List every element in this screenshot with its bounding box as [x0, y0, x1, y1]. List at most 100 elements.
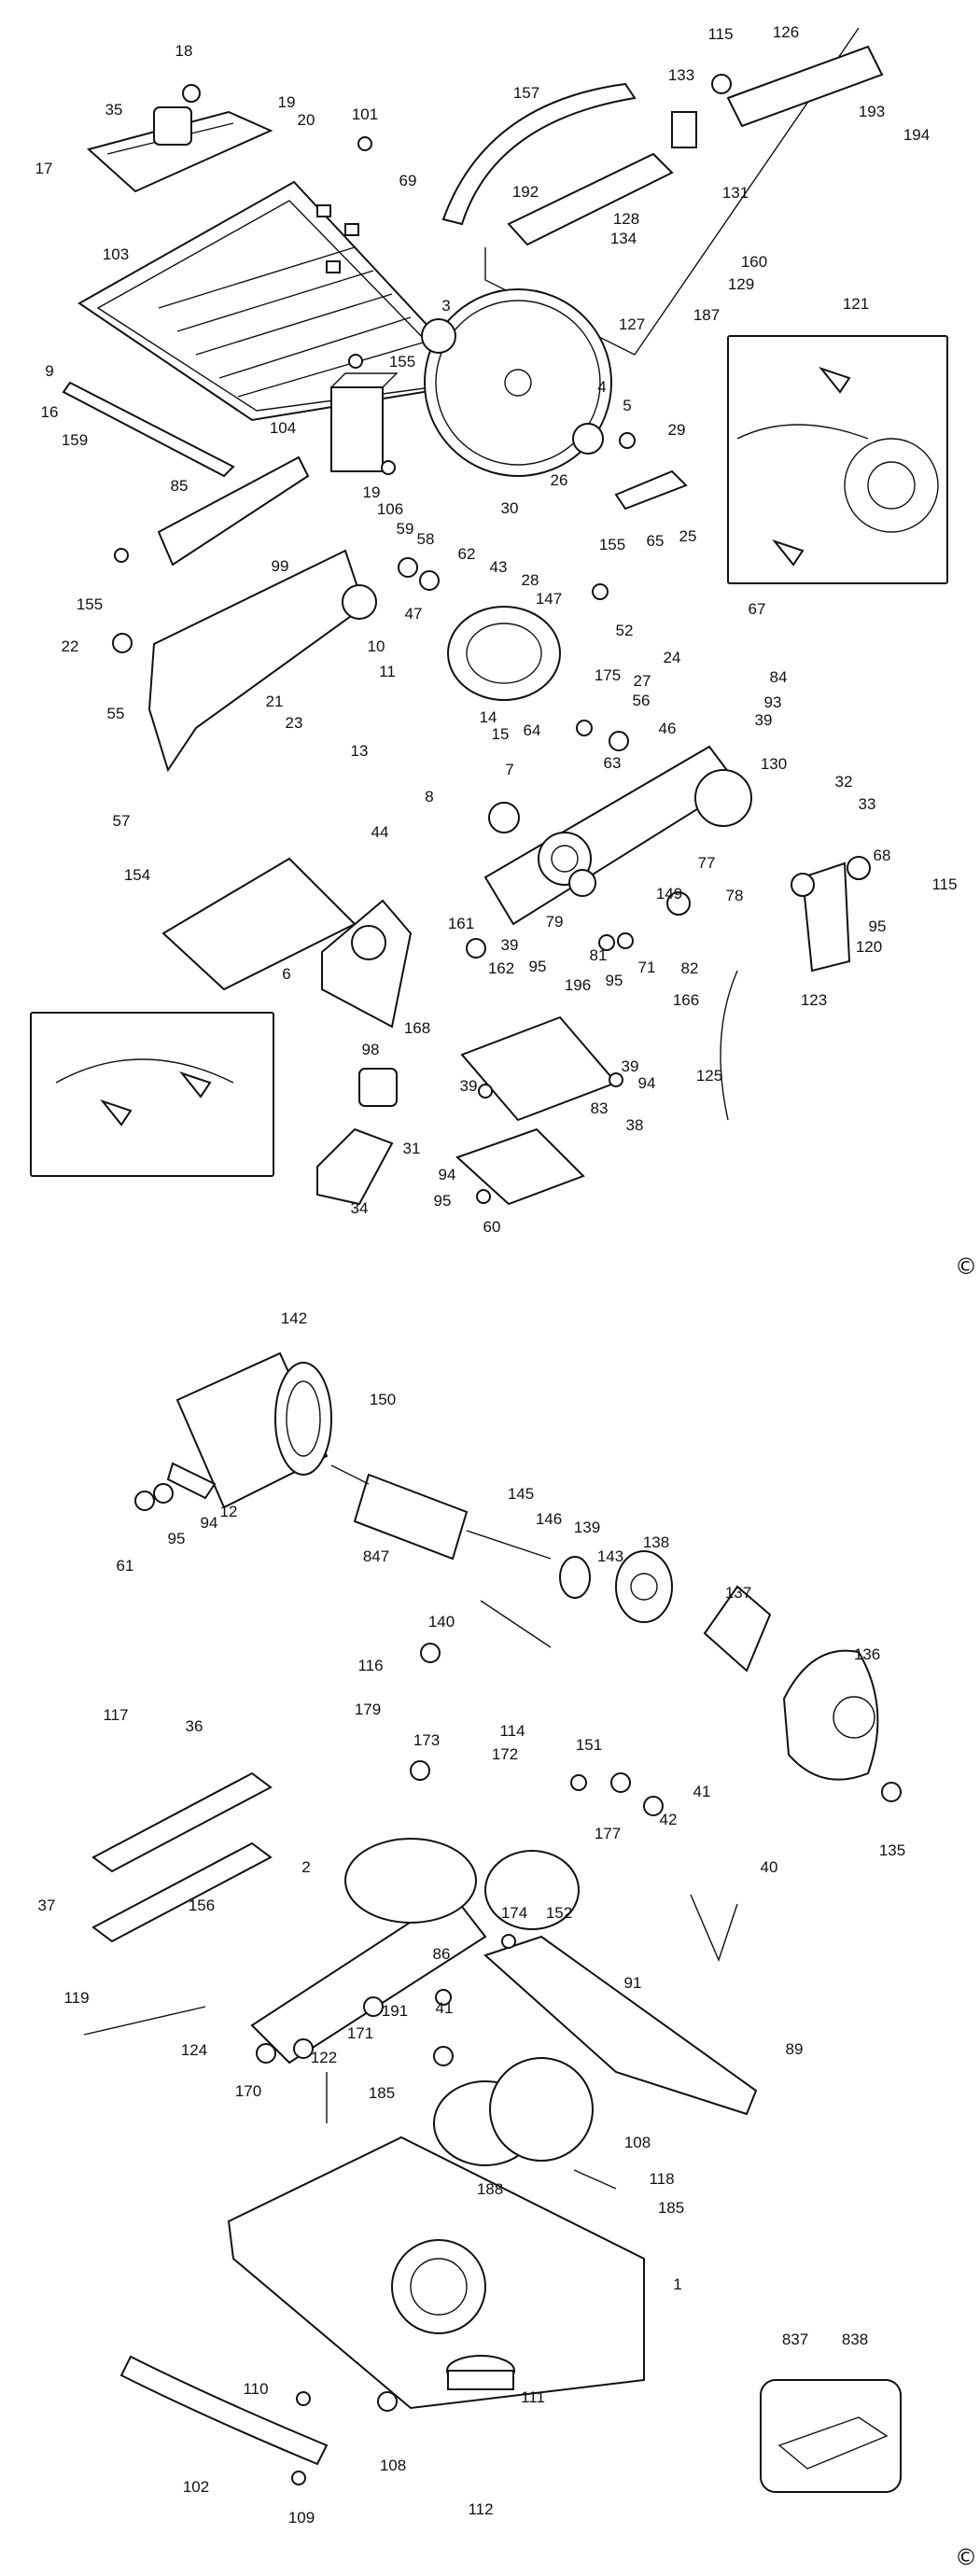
- label-part-123: 123: [801, 991, 827, 1009]
- detail-inset-upper-right: [727, 335, 948, 584]
- label-part-155b: 155: [599, 536, 625, 553]
- label-part-13: 13: [351, 742, 369, 760]
- label-part-106: 106: [377, 500, 403, 518]
- label-part-134: 134: [610, 230, 637, 247]
- label-part-145: 145: [508, 1485, 534, 1503]
- label-part-94b: 94: [439, 1166, 456, 1183]
- label-part-185: 185: [369, 2084, 395, 2102]
- label-part-36: 36: [186, 1717, 203, 1735]
- label-part-6: 6: [282, 965, 290, 983]
- upper-assembly-drawing: [30, 27, 948, 1206]
- label-part-34: 34: [351, 1199, 369, 1217]
- label-part-140: 140: [428, 1613, 455, 1631]
- label-part-89: 89: [786, 2040, 804, 2058]
- label-part-194: 194: [903, 126, 930, 144]
- label-part-103: 103: [103, 245, 129, 263]
- label-part-32: 32: [835, 773, 853, 791]
- label-part-837: 837: [782, 2331, 808, 2348]
- label-part-95: 95: [168, 1530, 186, 1547]
- label-part-142: 142: [281, 1309, 307, 1327]
- label-part-127: 127: [619, 315, 645, 333]
- label-part-39b: 39: [501, 936, 519, 954]
- part-labels-lower: 142 150 12 95 94 61 847 145 146 139 143 …: [38, 1309, 906, 2527]
- label-part-64: 64: [524, 721, 541, 739]
- label-part-12: 12: [220, 1503, 238, 1520]
- label-part-61: 61: [117, 1557, 134, 1575]
- label-part-26: 26: [551, 471, 568, 489]
- label-part-125: 125: [696, 1067, 722, 1085]
- label-part-18: 18: [175, 42, 193, 60]
- label-part-68: 68: [874, 847, 891, 864]
- label-part-46: 46: [659, 720, 677, 737]
- label-part-78: 78: [726, 887, 744, 904]
- label-part-149: 149: [656, 885, 682, 903]
- label-part-63: 63: [604, 754, 622, 772]
- label-part-85: 85: [171, 477, 189, 495]
- label-part-35: 35: [105, 101, 123, 119]
- label-part-67: 67: [749, 600, 766, 618]
- label-part-22: 22: [62, 637, 79, 655]
- label-part-83: 83: [591, 1099, 609, 1117]
- label-part-191: 191: [382, 2002, 408, 2020]
- label-part-39d: 39: [460, 1077, 478, 1095]
- copyright-mark-lower: ©: [955, 2544, 977, 2570]
- label-part-102: 102: [183, 2478, 209, 2496]
- label-part-196: 196: [565, 976, 591, 994]
- label-part-65: 65: [647, 532, 665, 550]
- label-part-115b: 115: [931, 875, 957, 893]
- detail-inset-bottom-right: [760, 2379, 902, 2493]
- label-part-188: 188: [477, 2180, 503, 2198]
- label-part-108: 108: [624, 2134, 651, 2151]
- label-part-1: 1: [673, 2275, 681, 2293]
- label-part-172: 172: [492, 1745, 518, 1763]
- label-part-39: 39: [755, 711, 773, 729]
- label-part-110: 110: [243, 2380, 268, 2398]
- label-part-162: 162: [488, 959, 514, 977]
- saw-blade-3: [421, 288, 636, 477]
- label-part-174: 174: [501, 1904, 527, 1922]
- label-part-152: 152: [546, 1904, 572, 1922]
- label-part-175: 175: [595, 666, 621, 684]
- label-part-43: 43: [490, 558, 508, 576]
- label-part-52: 52: [616, 622, 634, 639]
- label-part-24: 24: [664, 649, 681, 666]
- label-part-69: 69: [399, 172, 417, 189]
- label-part-155c: 155: [77, 595, 103, 613]
- lower-assembly-drawing: [83, 1351, 902, 2493]
- label-part-121: 121: [843, 295, 869, 313]
- label-part-139: 139: [574, 1519, 600, 1536]
- label-part-109: 109: [288, 2509, 315, 2527]
- label-part-77: 77: [698, 854, 716, 872]
- label-part-86: 86: [433, 1945, 451, 1963]
- label-part-166: 166: [673, 991, 699, 1009]
- label-part-171: 171: [347, 2024, 373, 2042]
- label-part-94: 94: [638, 1074, 656, 1092]
- label-part-128: 128: [613, 210, 639, 228]
- label-part-173: 173: [413, 1731, 440, 1749]
- label-part-57: 57: [113, 812, 131, 830]
- label-part-192: 192: [512, 183, 539, 201]
- label-part-115: 115: [707, 25, 733, 43]
- label-part-160: 160: [741, 253, 767, 271]
- label-part-31: 31: [403, 1140, 421, 1157]
- label-part-4: 4: [597, 378, 606, 396]
- label-part-3: 3: [441, 297, 450, 315]
- label-part-55: 55: [107, 705, 125, 722]
- label-part-8: 8: [425, 788, 433, 805]
- label-part-159: 159: [62, 431, 88, 449]
- label-part-170: 170: [235, 2082, 261, 2100]
- label-part-7: 7: [505, 761, 513, 778]
- label-part-168: 168: [404, 1019, 430, 1037]
- label-part-17: 17: [35, 160, 53, 177]
- label-part-71: 71: [638, 959, 656, 976]
- label-part-37: 37: [38, 1897, 56, 1914]
- copyright-mark-upper: ©: [955, 1253, 977, 1280]
- label-part-122: 122: [311, 2049, 337, 2066]
- label-part-95d: 95: [434, 1192, 452, 1210]
- label-part-40: 40: [761, 1858, 778, 1876]
- label-part-95c: 95: [606, 972, 623, 989]
- label-part-98: 98: [362, 1041, 380, 1058]
- label-part-151: 151: [576, 1736, 602, 1754]
- label-part-146: 146: [536, 1510, 562, 1528]
